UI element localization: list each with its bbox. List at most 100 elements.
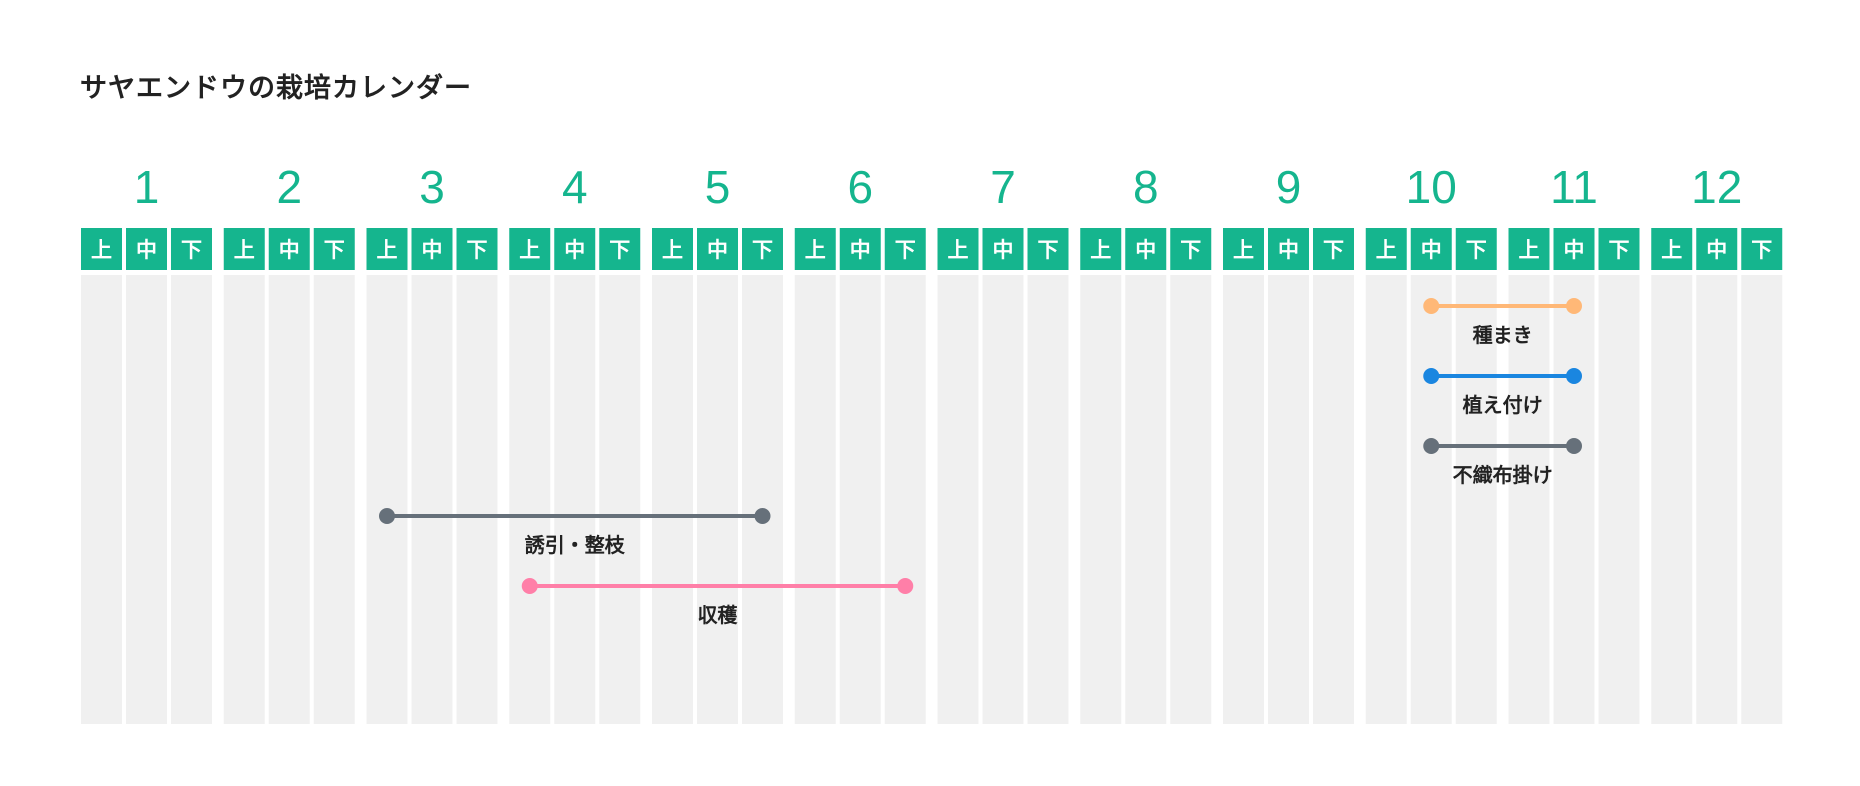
- dekad-header-cell: [1651, 228, 1693, 270]
- dekad-column: [456, 275, 498, 724]
- dekad-header-cell: [268, 228, 310, 270]
- dekad-column: [268, 275, 310, 724]
- task-bar-sowing: 種まき: [1423, 298, 1582, 347]
- dekad-column: [839, 275, 881, 724]
- dekad-label: 上: [1090, 238, 1111, 262]
- dekad-column: [1365, 275, 1407, 724]
- dekad-column: [366, 275, 408, 724]
- dekad-label: 上: [1661, 238, 1682, 262]
- dekad-column: [1170, 275, 1212, 724]
- task-label: 収穫: [698, 603, 739, 627]
- dekad-header-cell: [1553, 228, 1595, 270]
- dekad-column: [697, 275, 738, 724]
- dekad-column: [554, 275, 596, 724]
- dekad-header-cell: [1696, 228, 1738, 270]
- dekad-header-cell: [1508, 228, 1550, 270]
- dekad-header-cell: [1455, 228, 1497, 270]
- task-end-dot: [897, 578, 914, 594]
- month-label: 5: [705, 161, 731, 213]
- dekad-header-cell: [509, 228, 551, 270]
- dekad-header-cell: [313, 228, 355, 270]
- dekad-header-cell: [366, 228, 408, 270]
- month-label: 9: [1276, 161, 1302, 213]
- dekad-header-cell: [982, 228, 1024, 270]
- dekad-label: 中: [1706, 238, 1727, 262]
- dekad-header-cell: [1125, 228, 1167, 270]
- task-end-dot: [754, 508, 771, 524]
- dekad-label: 中: [1564, 238, 1585, 262]
- dekad-column: [884, 275, 926, 724]
- month-label: 7: [990, 161, 1016, 213]
- dekad-column: [937, 275, 979, 724]
- dekad-column: [1027, 275, 1069, 724]
- task-end-dot: [1566, 438, 1582, 454]
- dekad-header-cell: [794, 228, 836, 270]
- dekad-label: 中: [564, 238, 585, 262]
- task-start-dot: [1423, 438, 1440, 454]
- dekad-label: 下: [752, 238, 773, 262]
- dekad-column: [1696, 275, 1738, 724]
- dekad-column: [1125, 275, 1167, 724]
- dekad-header-cell: [697, 228, 738, 270]
- dekad-label: 下: [1751, 238, 1772, 262]
- task-bar-nonwoven-cover: 不織布掛け: [1423, 438, 1582, 487]
- task-start-dot: [1423, 368, 1440, 384]
- dekad-label: 中: [993, 238, 1014, 262]
- dekad-column: [126, 275, 167, 724]
- dekad-label: 中: [1421, 238, 1442, 262]
- dekad-header-cell: [411, 228, 453, 270]
- dekad-label: 上: [519, 238, 540, 262]
- month-label: 11: [1550, 161, 1598, 213]
- dekad-header-cell: [652, 228, 693, 270]
- dekad-header-cell: [1410, 228, 1452, 270]
- dekad-header-cell: [1598, 228, 1640, 270]
- dekad-header-cell: [937, 228, 979, 270]
- dekad-label: 下: [467, 238, 488, 262]
- dekad-column: [1080, 275, 1122, 724]
- dekad-header-cell: [456, 228, 498, 270]
- month-label: 10: [1406, 161, 1457, 213]
- dekad-label: 下: [1466, 238, 1487, 262]
- dekad-label: 中: [707, 238, 728, 262]
- dekad-label: 上: [1376, 238, 1397, 262]
- dekad-label: 上: [948, 238, 969, 262]
- dekad-header-cell: [1080, 228, 1122, 270]
- dekad-header-cell: [1741, 228, 1783, 270]
- dekad-column: [1268, 275, 1309, 724]
- dekad-label: 上: [1233, 238, 1254, 262]
- dekad-label: 中: [850, 238, 871, 262]
- dekad-column: [411, 275, 453, 724]
- dekad-column: [313, 275, 355, 724]
- month-label: 1: [134, 161, 160, 213]
- dekad-label: 下: [324, 238, 345, 262]
- dekad-column: [1508, 275, 1550, 724]
- dekad-header-cell: [1365, 228, 1407, 270]
- dekad-header-cell: [1027, 228, 1069, 270]
- dekad-label: 中: [1135, 238, 1156, 262]
- dekad-header-cell: [126, 228, 167, 270]
- task-label: 不織布掛け: [1453, 463, 1553, 487]
- task-bar-harvest: 収穫: [521, 578, 914, 627]
- task-label: 種まき: [1473, 323, 1533, 347]
- dekad-header-cell: [1268, 228, 1309, 270]
- dekad-label: 中: [422, 238, 443, 262]
- task-end-dot: [1566, 368, 1582, 384]
- dekad-label: 上: [662, 238, 683, 262]
- dekad-label: 上: [234, 238, 255, 262]
- month-label: 8: [1133, 161, 1159, 213]
- task-label: 誘引・整枝: [525, 533, 626, 557]
- page-title: サヤエンドウの栽培カレンダー: [80, 73, 472, 104]
- dekad-label: 上: [91, 238, 112, 262]
- dekad-label: 中: [279, 238, 300, 262]
- dekad-column: [1598, 275, 1640, 724]
- month-label: 3: [419, 161, 445, 213]
- dekad-header-cell: [81, 228, 122, 270]
- dekad-header-cell: [839, 228, 881, 270]
- dekad-label: 下: [1180, 238, 1201, 262]
- task-end-dot: [1566, 298, 1582, 314]
- task-start-dot: [521, 578, 538, 594]
- dekad-column: [1741, 275, 1783, 724]
- dekad-header-cell: [1170, 228, 1212, 270]
- dekad-header-cell: [223, 228, 265, 270]
